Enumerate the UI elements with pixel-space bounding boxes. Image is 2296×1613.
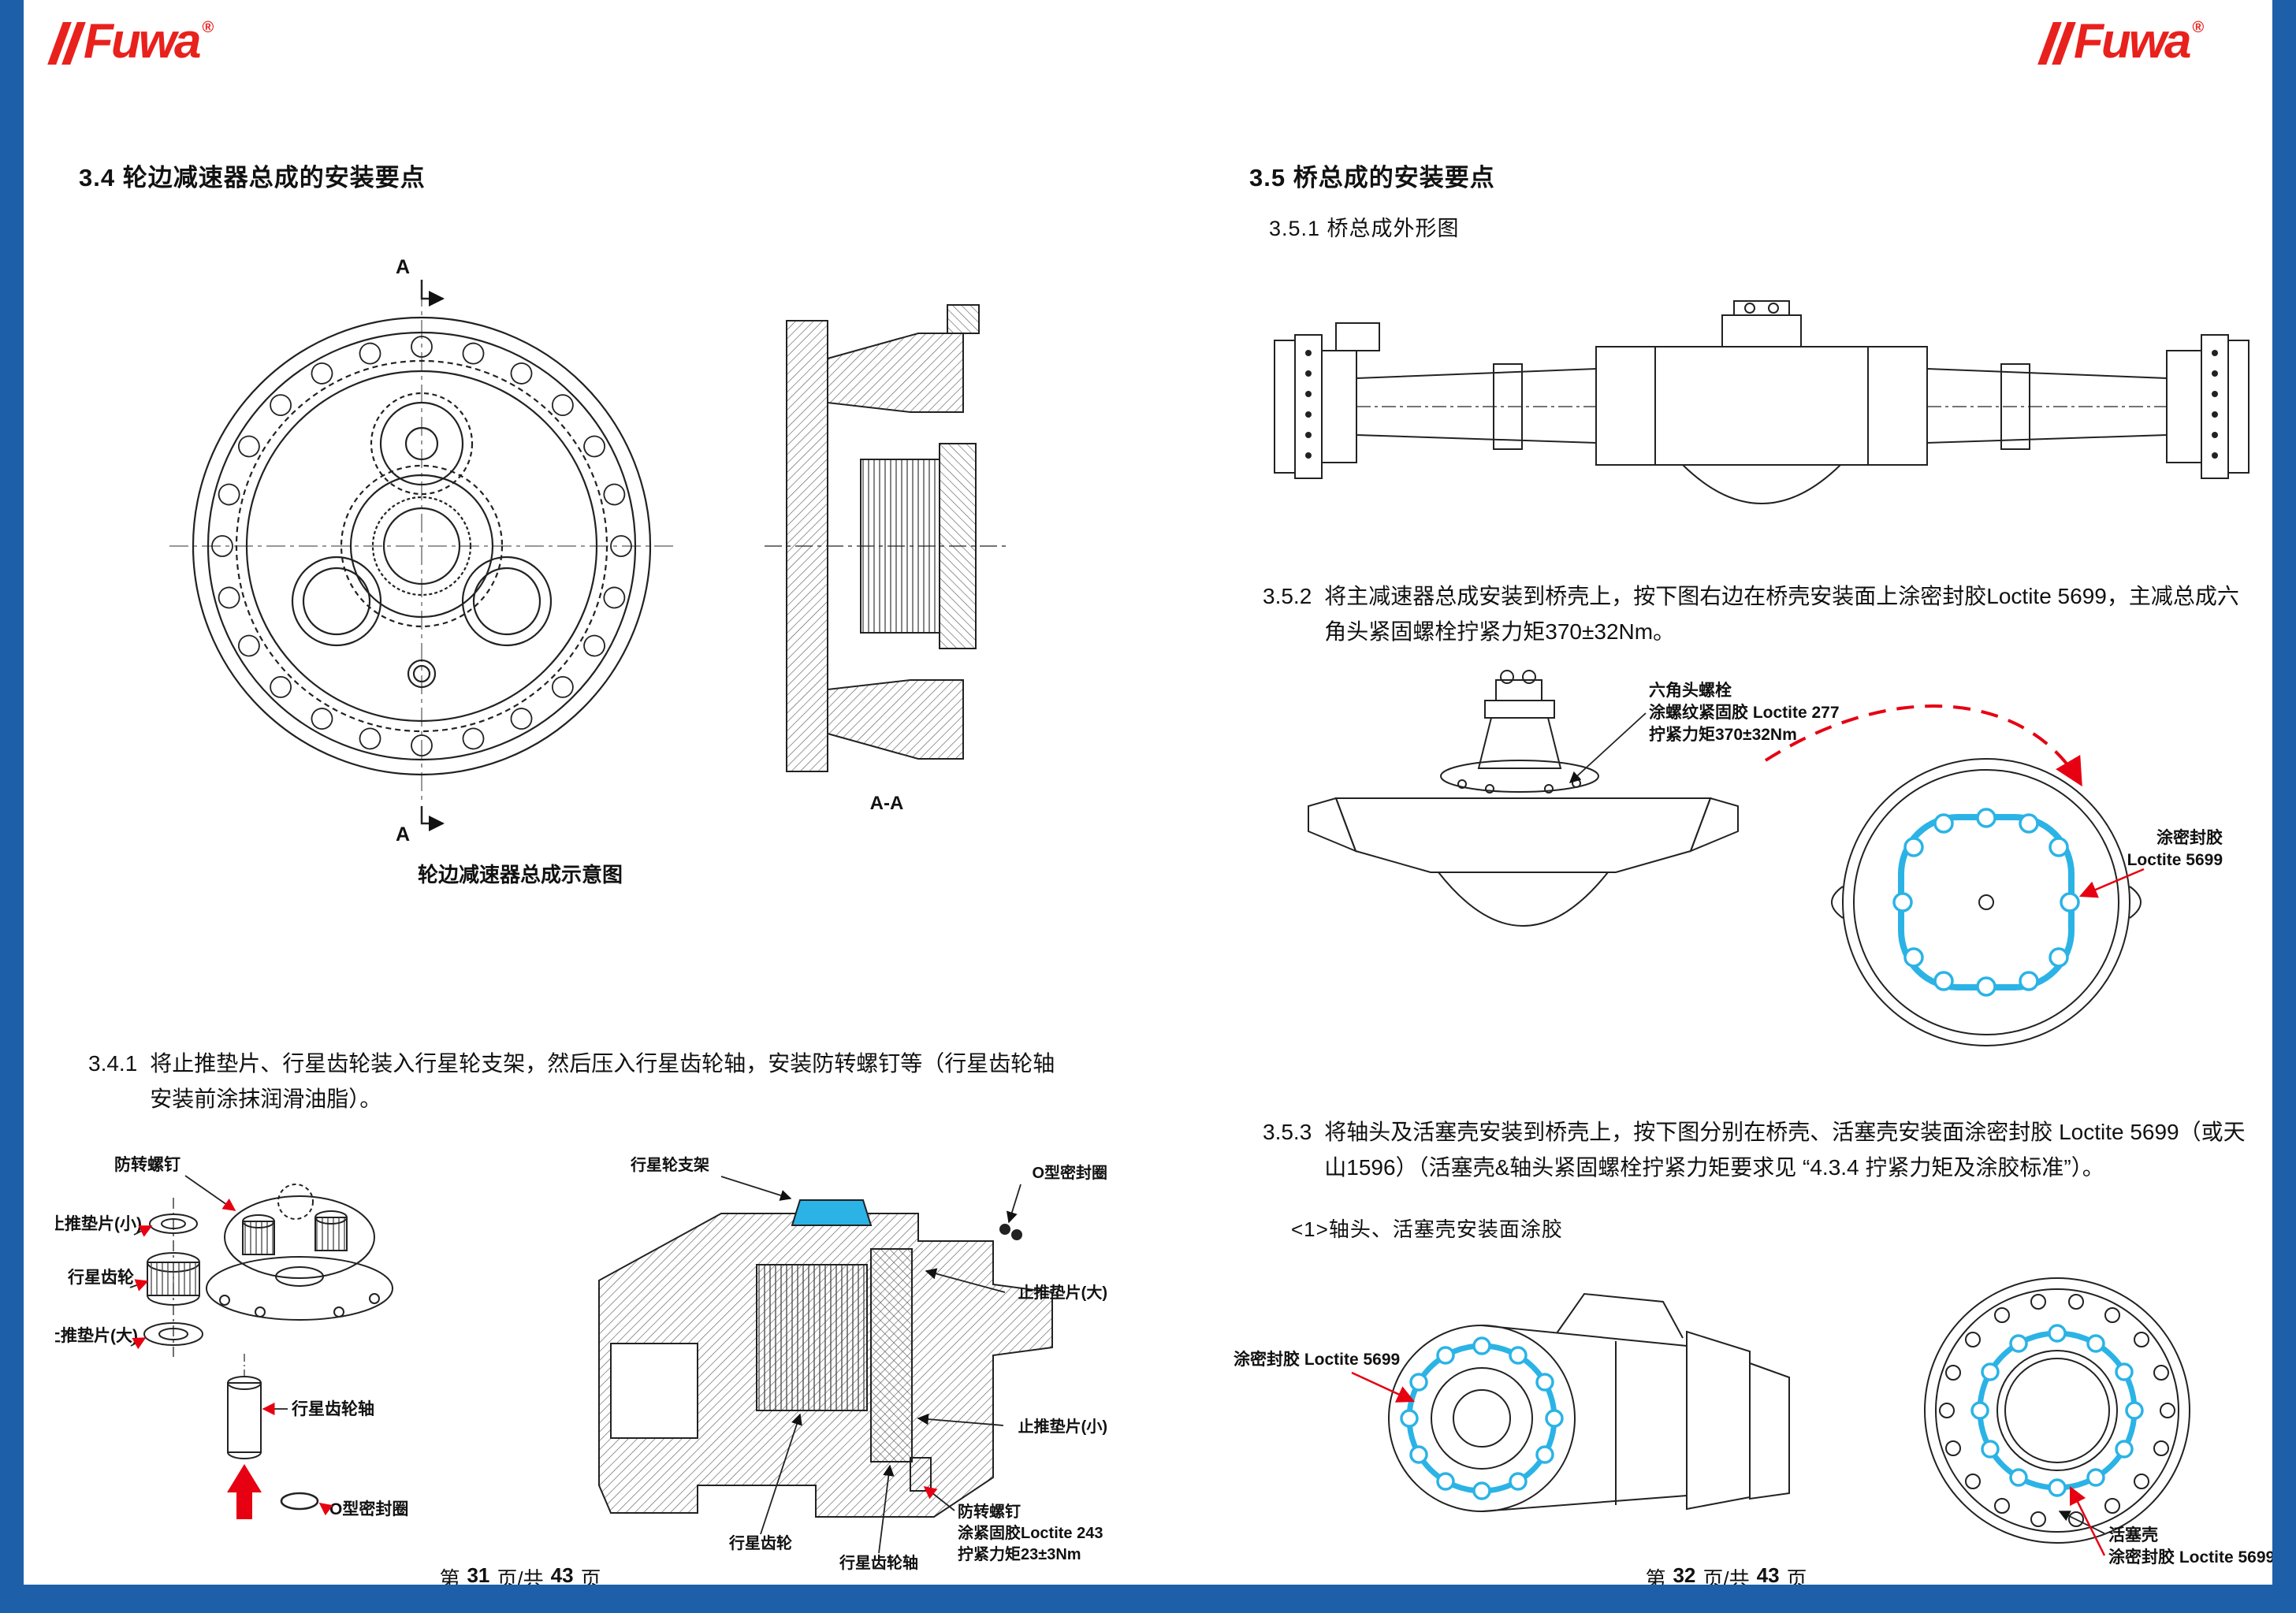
sealant-bead xyxy=(1898,814,2075,990)
planet-gear-shaft-part xyxy=(227,1354,262,1459)
section-label: A-A xyxy=(870,793,904,814)
press-in-arrow xyxy=(227,1464,262,1519)
label-screw-l3: 拧紧力矩23±3Nm xyxy=(958,1544,1081,1563)
label-planet-gear-shaft: 行星齿轮轴 xyxy=(839,1553,918,1572)
label-anti-rotation-screw: 防转螺钉 xyxy=(114,1155,180,1174)
label-sealant-l1: 涂密封胶 xyxy=(2156,828,2223,847)
figure-head-piston-sealant: 涂密封胶 Loctite 5699 活塞壳 涂密封胶 Loctite 5699 xyxy=(1234,1277,2274,1567)
registered-mark: ® xyxy=(202,19,214,36)
sealant-bolt-holes xyxy=(1400,1336,1564,1500)
step-number: 3.4.1 xyxy=(88,1051,138,1076)
fig3-labels: 行星轮支架 O型密封圈 止推垫片(大) 止推垫片(小) 行星齿轮 行星齿轮轴 防… xyxy=(630,1155,1107,1572)
marker-a-top: A xyxy=(396,256,410,278)
footer-total-pages: 43 xyxy=(550,1563,574,1587)
label-sealant-l2: Loctite 5699 xyxy=(2127,851,2223,869)
left-border-bar xyxy=(0,0,24,1585)
bolt-hole-ring xyxy=(211,336,632,756)
section-view-a-a xyxy=(765,304,1009,772)
sealant-bead xyxy=(1977,1330,2138,1491)
outer-bolt-holes xyxy=(1939,1294,2175,1527)
label-thrust-washer-large: 止推垫片(大) xyxy=(55,1326,138,1345)
label-screw-l2: 涂紧固胶Loctite 243 xyxy=(958,1523,1103,1542)
figure-wheel-reducer: A A A-A xyxy=(169,256,1009,846)
marker-a-bottom: A xyxy=(396,823,410,846)
subnote-3-5-3-1: <1>轴头、活塞壳安装面涂胶 xyxy=(1291,1217,1563,1241)
centerlines xyxy=(169,288,674,804)
housing-flange-face xyxy=(1831,758,2142,1046)
bottom-border-bar xyxy=(0,1585,2296,1613)
carrier-section-body xyxy=(598,1199,1053,1518)
inner-sealant-holes xyxy=(1970,1324,2144,1497)
label-planet-gear: 行星齿轮 xyxy=(67,1268,134,1287)
axle-outline xyxy=(1274,300,2249,504)
thrust-pad-highlight xyxy=(791,1199,873,1226)
label-thrust-washer-large: 止推垫片(大) xyxy=(1018,1283,1107,1302)
label-planet-gear-shaft: 行星齿轮轴 xyxy=(291,1399,374,1418)
section-cut-markers: A A xyxy=(396,256,445,846)
fuwa-logo: Fuwa ® xyxy=(47,14,214,69)
front-view xyxy=(192,316,652,776)
step-number: 3.5.2 xyxy=(1263,584,1312,608)
figure-planetary-exploded: 防转螺钉 止推垫片(小) 行星齿轮 止推垫片(大) 行星齿轮轴 O型密封圈 xyxy=(55,1155,408,1519)
diff-carrier-on-housing xyxy=(1308,670,1739,927)
right-wheel-bolts xyxy=(2212,350,2218,459)
figure-carrier-section: 行星轮支架 O型密封圈 止推垫片(大) 止推垫片(小) 行星齿轮 行星齿轮轴 防… xyxy=(598,1155,1107,1572)
sun-gear xyxy=(340,464,504,628)
section-heading-3-4: 3.4 轮边减速器总成的安装要点 xyxy=(79,164,426,191)
figure-diff-install: 六角头螺栓 涂螺纹紧固胶 Loctite 277 拧紧力矩370±32Nm 涂密… xyxy=(1308,670,2223,1046)
label-hex-bolt-l1: 六角头螺栓 xyxy=(1649,681,1732,700)
figure-axle-assembly xyxy=(1274,300,2249,504)
label-screw-l1: 防转螺钉 xyxy=(958,1502,1021,1521)
label-o-ring: O型密封圈 xyxy=(329,1500,408,1518)
exploded-washers-and-gear xyxy=(143,1198,203,1357)
o-ring-part xyxy=(280,1492,319,1511)
label-planet-gear: 行星齿轮 xyxy=(728,1533,792,1552)
left-wheel-bolts xyxy=(1305,350,1312,459)
install-direction-arrow xyxy=(1764,704,2082,787)
fig6-labels: 涂密封胶 Loctite 5699 活塞壳 涂密封胶 Loctite 5699 xyxy=(1234,1350,2274,1567)
label-piston-l2: 涂密封胶 Loctite 5699 xyxy=(2108,1548,2274,1567)
label-piston-l1: 活塞壳 xyxy=(2108,1526,2158,1544)
step-number: 3.5.3 xyxy=(1263,1120,1312,1144)
right-border-bar xyxy=(2272,0,2296,1585)
fig2-labels: 防转螺钉 止推垫片(小) 行星齿轮 止推垫片(大) 行星齿轮轴 O型密封圈 xyxy=(55,1155,408,1518)
step-text: 将轴头及活塞壳安装到桥壳上，按下图分别在桥壳、活塞壳安装面涂密封胶 Loctit… xyxy=(1324,1120,2246,1180)
label-planet-carrier: 行星轮支架 xyxy=(630,1155,709,1174)
input-flange xyxy=(1721,300,1802,348)
planet-gear-top xyxy=(370,392,474,496)
piston-housing-view xyxy=(1924,1277,2190,1544)
label-thrust-washer-small: 止推垫片(小) xyxy=(55,1214,142,1233)
sub-heading-3-5-1: 3.5.1 桥总成外形图 xyxy=(1269,217,1460,240)
step-3-4-1: 3.4.1 将止推垫片、行星齿轮装入行星轮支架，然后压入行星齿轮轴，安装防转螺钉… xyxy=(88,1046,1070,1117)
footer-page-number: 32 xyxy=(1673,1563,1696,1587)
label-hex-bolt-l2: 涂螺纹紧固胶 Loctite 277 xyxy=(1649,703,1840,722)
step-text: 将止推垫片、行星齿轮装入行星轮支架，然后压入行星齿轮轴，安装防转螺钉等（行星齿轮… xyxy=(150,1051,1055,1111)
fuwa-logo: Fuwa ® xyxy=(2037,14,2205,69)
planet-gear-holes xyxy=(291,556,553,647)
figure1-caption: 轮边减速器总成示意图 xyxy=(417,863,623,886)
step-text: 将主减速器总成安装到桥壳上，按下图右边在桥壳安装面上涂密封胶Loctite 56… xyxy=(1324,584,2239,644)
footer-total-pages: 43 xyxy=(1756,1563,1780,1587)
registered-mark: ® xyxy=(2192,19,2205,36)
sealant-bolt-holes xyxy=(1892,808,2080,997)
fig5-labels: 六角头螺栓 涂螺纹紧固胶 Loctite 277 拧紧力矩370±32Nm 涂密… xyxy=(1649,681,2223,869)
step-3-5-2: 3.5.2 将主减速器总成安装到桥壳上，按下图右边在桥壳安装面上涂密封胶Loct… xyxy=(1263,579,2260,650)
planet-carrier xyxy=(206,1184,393,1321)
page-32: Fuwa ® 3.5 桥总成的安装要点 3.5.1 桥总成外形图 xyxy=(1148,0,2296,1613)
logo-text: Fuwa xyxy=(2074,14,2191,69)
label-sealant-head: 涂密封胶 Loctite 5699 xyxy=(1234,1350,1400,1369)
label-o-ring: O型密封圈 xyxy=(1032,1163,1107,1182)
label-hex-bolt-l3: 拧紧力矩370±32Nm xyxy=(1649,725,1797,744)
footer-page-number: 31 xyxy=(467,1563,490,1587)
section-heading-3-5: 3.5 桥总成的安装要点 xyxy=(1249,164,1495,191)
logo-text: Fuwa xyxy=(84,14,201,69)
label-thrust-washer-small: 止推垫片(小) xyxy=(1018,1417,1107,1436)
page-31: Fuwa ® 3.4 轮边减速器总成的安装要点 xyxy=(47,14,1107,1591)
axle-head-view xyxy=(1388,1292,1790,1512)
step-3-5-3: 3.5.3 将轴头及活塞壳安装到桥壳上，按下图分别在桥壳、活塞壳安装面涂密封胶 … xyxy=(1263,1115,2264,1186)
